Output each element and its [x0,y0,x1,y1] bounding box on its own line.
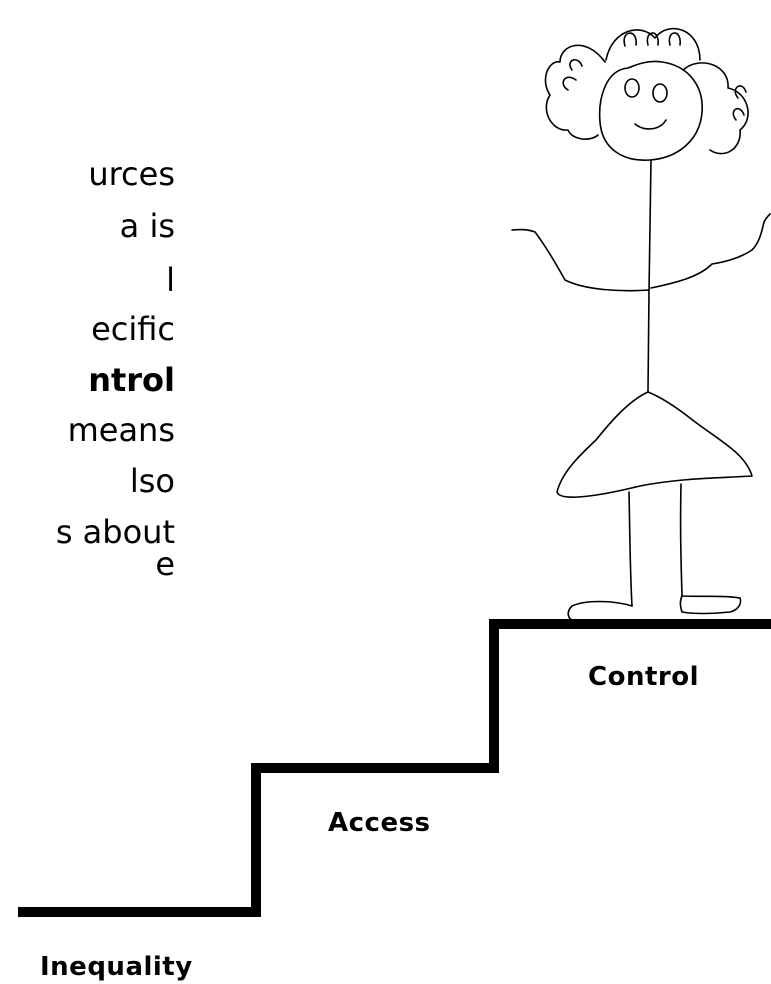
staircase-line [18,619,771,917]
paragraph-line-4: ecific [91,310,175,348]
paragraph-text: urces a is l ecific ntrol means lso s ab… [0,150,175,590]
paragraph-line-9: e [155,545,175,583]
paragraph-line-7: lso [129,462,175,500]
mouth [634,119,667,130]
paragraph-line-6: means [67,411,175,449]
step-label-inequality: Inequality [40,952,193,982]
face-outline [598,60,703,161]
right-arm [650,213,771,289]
step-label-control: Control [588,662,699,692]
right-leg [679,483,683,597]
body-line [647,159,652,393]
step-label-access: Access [328,808,431,838]
paragraph-line-5: ntrol [88,361,175,399]
hair-outline [544,27,749,155]
left-leg [628,491,633,607]
hair-curls [562,32,747,121]
left-foot [567,600,641,621]
right-foot [679,595,742,615]
right-eye [652,83,668,103]
paragraph-line-2: a is [119,207,175,245]
paragraph-line-1: urces [88,155,175,193]
left-eye [624,78,640,98]
paragraph-line-3: l [166,261,175,299]
paragraph-line-8: s about [55,513,175,551]
left-arm [511,228,650,292]
skirt [556,391,753,498]
